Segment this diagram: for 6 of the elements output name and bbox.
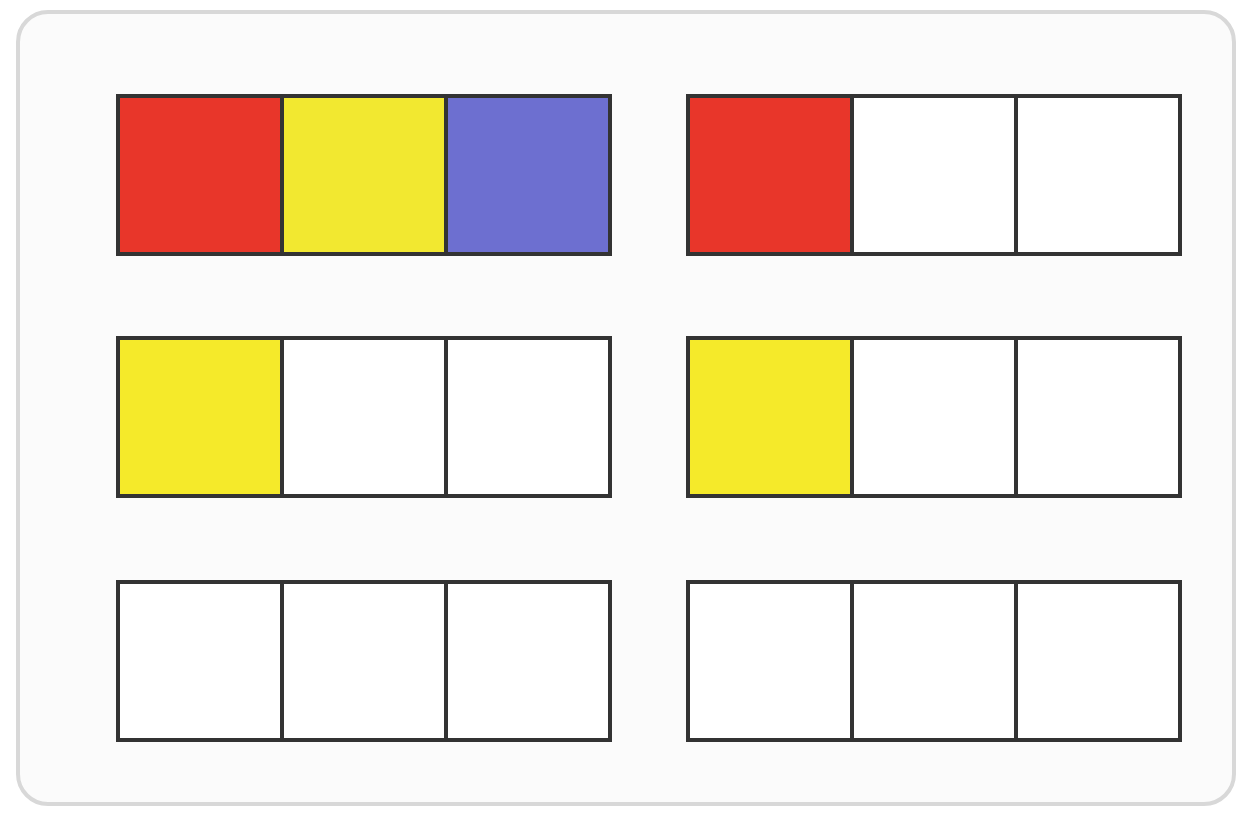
filled-square [444, 94, 612, 256]
filled-square [686, 336, 854, 498]
filled-square [280, 94, 448, 256]
filled-square [116, 336, 284, 498]
filled-square [686, 94, 854, 256]
filled-square [116, 94, 284, 256]
